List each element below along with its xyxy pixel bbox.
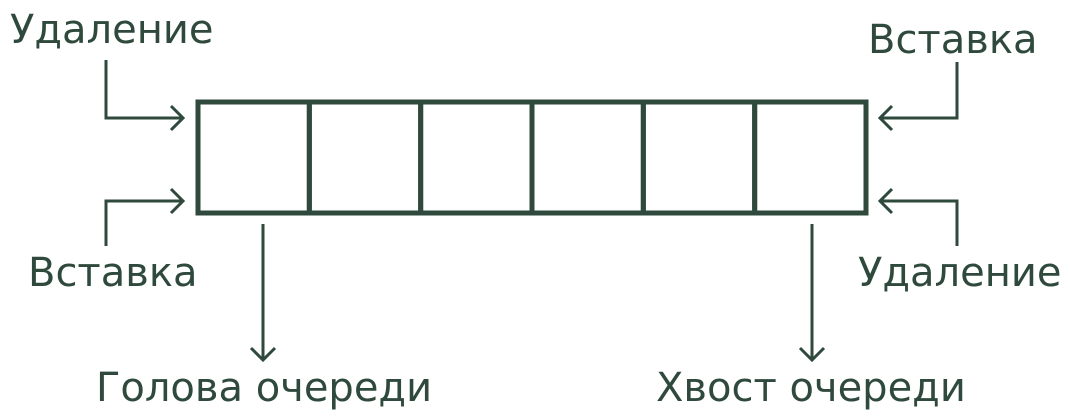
front-insertion-label: Вставка [28,250,198,296]
front-removal-label: Удаление [10,7,214,53]
back-removal-arrowhead [877,187,894,215]
deque-cell-5 [640,99,758,216]
back-removal-label: Удаление [858,250,1062,296]
queue-head-label: Голова очереди [96,365,433,411]
tail-pointer-arrowhead [798,346,826,363]
back-removal-arrow-line [880,199,959,246]
front-removal-arrow-line [104,60,183,120]
head-pointer-arrow [249,224,277,363]
back-insertion-arrowhead [877,104,894,132]
back-insertion-label: Вставка [868,17,1038,63]
back-insertion-arrow-line [880,62,959,120]
deque-cell-4 [529,99,646,216]
front-insertion-arrow [104,187,186,246]
back-removal-arrow [877,187,959,246]
deque-cell-6 [752,99,869,216]
back-insertion-arrow [877,62,959,132]
head-pointer-arrowhead [249,346,277,363]
front-insertion-arrowhead [169,187,186,215]
queue-tail-label: Хвост очереди [656,365,966,411]
front-removal-arrowhead [169,104,186,132]
deque-cell-2 [306,99,424,216]
deque-cells [195,99,869,216]
tail-pointer-arrow [798,224,826,363]
deque-cell-1 [195,99,312,216]
front-removal-arrow [104,60,186,132]
front-insertion-arrow-line [104,199,183,246]
deque-cell-3 [418,99,535,216]
